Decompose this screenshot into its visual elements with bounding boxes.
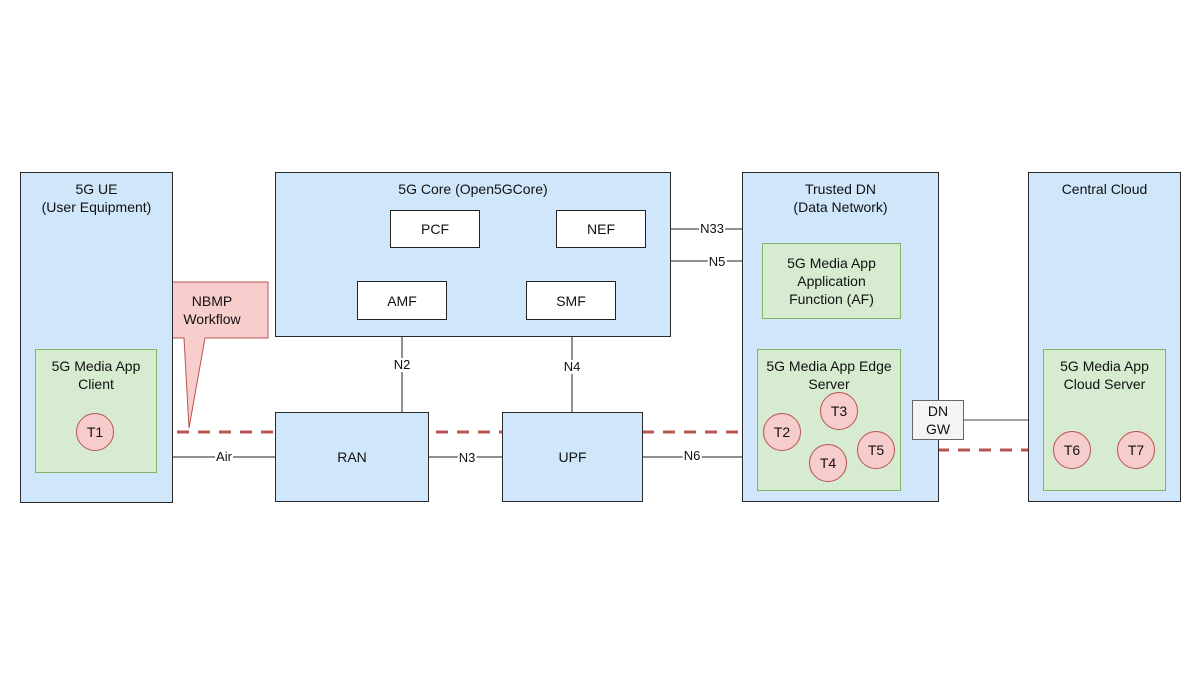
nef-node: NEF	[556, 210, 646, 248]
nbmp-workflow-callout: NBMP Workflow	[183, 293, 241, 327]
n4-label: N4	[562, 359, 582, 374]
smf-node: SMF	[526, 281, 616, 320]
task-t7: T7	[1117, 431, 1155, 469]
cloud-server: 5G Media App Cloud Server	[1043, 349, 1166, 491]
cloud-server-title: 5G Media App Cloud Server	[1060, 358, 1149, 392]
pcf-node: PCF	[390, 210, 480, 248]
n2-label: N2	[392, 357, 412, 372]
central-cloud-title: Central Cloud	[1061, 181, 1148, 197]
edge-server-title: 5G Media App Edge Server	[766, 358, 892, 392]
n33-label: N33	[699, 221, 725, 236]
task-t5: T5	[857, 431, 895, 469]
n3-label: N3	[457, 450, 477, 465]
task-t1: T1	[76, 413, 114, 451]
ue-domain-title: 5G UE (User Equipment)	[41, 181, 152, 215]
task-t4: T4	[809, 444, 847, 482]
task-t3: T3	[820, 392, 858, 430]
amf-node: AMF	[357, 281, 447, 320]
n5-label: N5	[707, 254, 727, 269]
media-app-client: 5G Media App Client	[35, 349, 157, 473]
media-app-client-title: 5G Media App Client	[51, 358, 141, 392]
trusted-dn-title: Trusted DN (Data Network)	[793, 181, 888, 215]
task-t2: T2	[763, 413, 801, 451]
dn-gateway-node: DN GW	[912, 400, 964, 440]
upf-node: UPF	[502, 412, 643, 502]
ran-node: RAN	[275, 412, 429, 502]
n6-label: N6	[682, 448, 702, 463]
air-label: Air	[215, 449, 233, 464]
task-t6: T6	[1053, 431, 1091, 469]
core-domain-title: 5G Core (Open5GCore)	[398, 181, 548, 197]
application-function-node: 5G Media App Application Function (AF)	[762, 243, 901, 319]
